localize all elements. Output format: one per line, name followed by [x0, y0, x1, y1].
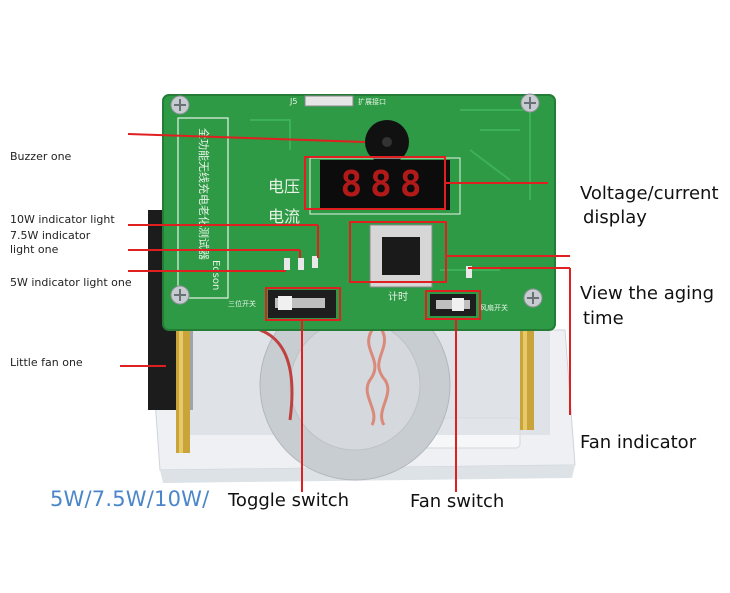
label-power-modes: 5W/7.5W/10W/: [50, 487, 210, 511]
svg-text:J5: J5: [289, 97, 297, 106]
svg-text:三位开关: 三位开关: [228, 299, 256, 308]
label-7-5w-indicator-line2: light one: [10, 243, 59, 256]
label-7-5w-indicator-line1: 7.5W indicator: [10, 229, 91, 242]
svg-text:电压: 电压: [268, 177, 300, 196]
label-fan-indicator: Fan indicator: [580, 432, 697, 453]
label-display-line2: display: [583, 207, 647, 228]
label-little-fan: Little fan one: [10, 356, 83, 369]
label-5w-indicator: 5W indicator light one: [10, 276, 132, 289]
svg-text:计时: 计时: [388, 290, 408, 303]
label-10w-indicator: 10W indicator light: [10, 213, 115, 226]
callout-box-display: [304, 156, 446, 210]
coil-wires: [365, 329, 390, 426]
label-fan-switch: Fan switch: [410, 491, 505, 512]
label-aging-line1: View the aging: [580, 283, 714, 304]
label-aging-line2: time: [583, 308, 624, 329]
svg-text:电流: 电流: [268, 207, 300, 226]
display-digits: 888: [340, 163, 430, 205]
callout-box-fan-switch: [425, 290, 481, 320]
seven-segment-display: 888: [322, 160, 448, 208]
svg-text:Edson: Edson: [210, 260, 221, 290]
svg-text:扩展接口: 扩展接口: [358, 97, 386, 106]
callout-box-timer-button: [349, 221, 447, 283]
callout-box-toggle-switch: [265, 287, 341, 321]
label-buzzer: Buzzer one: [10, 150, 72, 163]
brass-standoffs: [176, 320, 534, 453]
callout-line-buzzer: [127, 133, 366, 143]
svg-text:风扇开关: 风扇开关: [480, 303, 508, 312]
label-display-line1: Voltage/current: [580, 183, 719, 204]
pcb-side-title: 全功能无线充电老化测试器: [197, 128, 211, 260]
label-toggle-switch: Toggle switch: [228, 490, 350, 511]
